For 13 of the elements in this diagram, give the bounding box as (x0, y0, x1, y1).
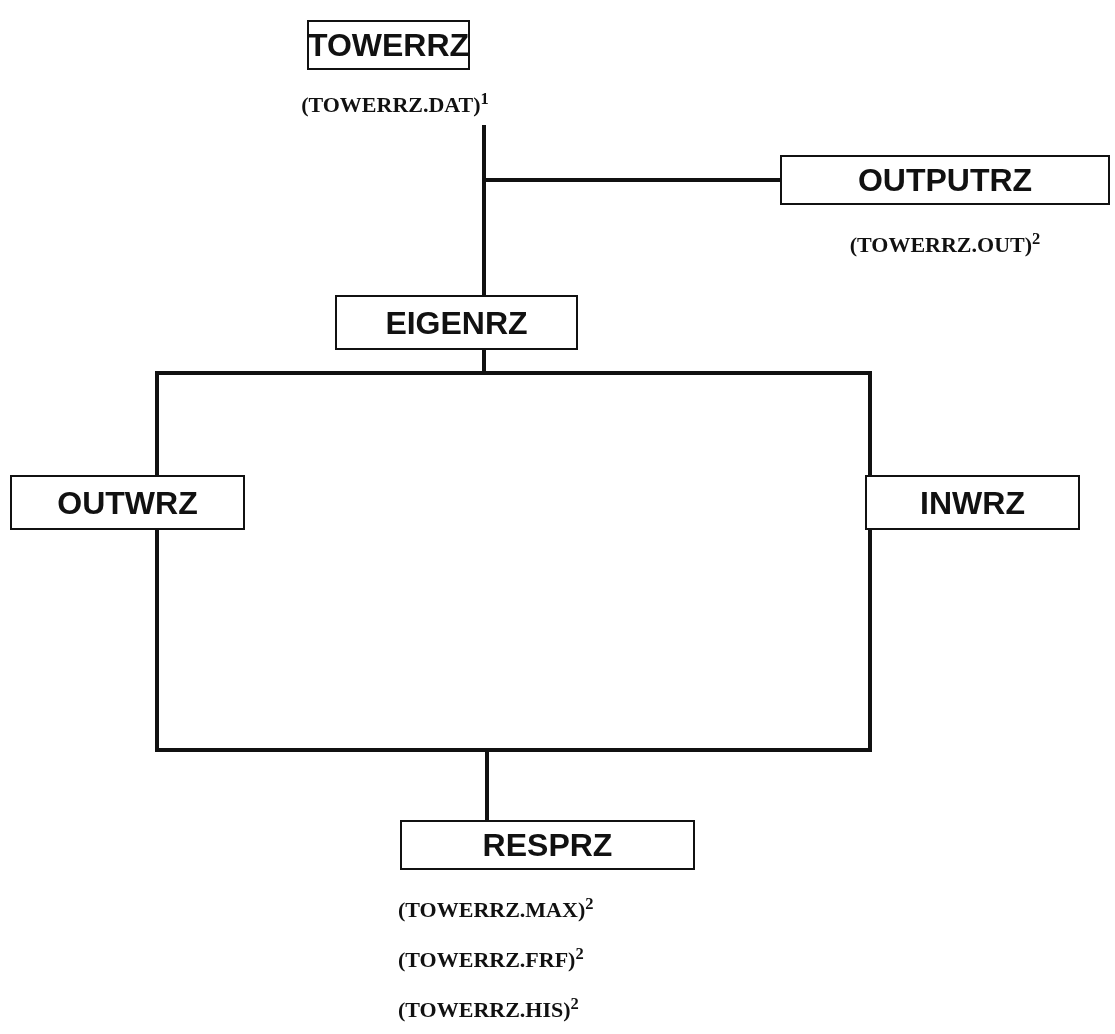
connector-line (482, 125, 780, 182)
connector-line (482, 350, 872, 475)
module-box: OUTWRZ (10, 475, 245, 530)
file-name: (TOWERRZ.OUT)$^{2}$ (848, 228, 1042, 259)
module-box: EIGENRZ (335, 295, 578, 350)
file-name: (TOWERRZ.DAT)$^{1}$ (300, 88, 490, 119)
module-box: TOWERRZ (307, 20, 470, 70)
file-name: (TOWERRZ.HIS)$^{2}$ (398, 993, 580, 1024)
module-box: INWRZ (865, 475, 1080, 530)
module-box: OUTPUTRZ (780, 155, 1110, 205)
module-box: RESPRZ (400, 820, 695, 870)
file-name: (TOWERRZ.MAX)$^{2}$ (398, 893, 595, 924)
file-name: (TOWERRZ.FRF)$^{2}$ (398, 943, 585, 974)
